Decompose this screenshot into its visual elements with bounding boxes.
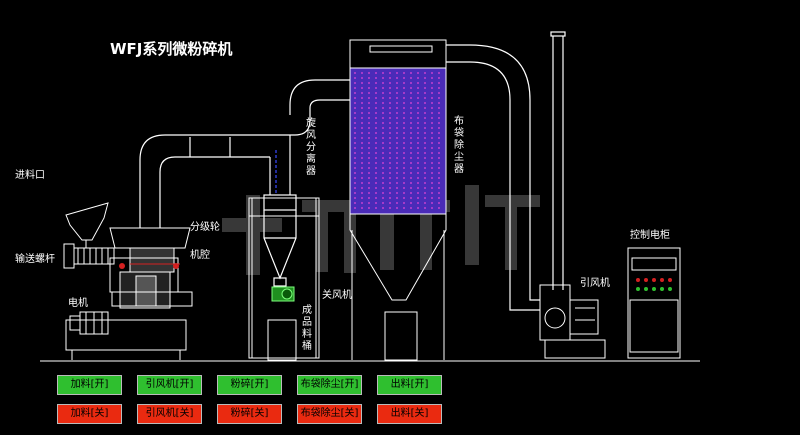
crush-off-button[interactable]: 粉碎[关] <box>217 404 282 424</box>
label-air-lock: 关风机 <box>322 290 352 301</box>
dust-filter-on-button[interactable]: 布袋除尘[开] <box>297 375 362 395</box>
fan-off-button[interactable]: 引风机[关] <box>137 404 202 424</box>
air-lock-valve <box>271 286 295 302</box>
control-cabinet <box>627 247 681 359</box>
screw-conveyor <box>63 243 115 269</box>
label-cyclone-separator: 旋风分离器 <box>306 118 316 177</box>
label-feed-port: 进料口 <box>15 170 45 181</box>
label-classifier-wheel: 分级轮 <box>190 222 220 233</box>
label-bag-filter: 布袋除尘器 <box>454 116 464 175</box>
label-machine-cavity: 机腔 <box>190 250 210 261</box>
filter-bags <box>354 72 440 210</box>
induced-fan <box>539 284 606 359</box>
cyclone-separator <box>263 150 297 287</box>
cyclone-to-filter-pipe <box>289 79 350 115</box>
crush-on-button[interactable]: 粉碎[开] <box>217 375 282 395</box>
mill-pipe <box>139 115 311 228</box>
feed-on-button[interactable]: 加料[开] <box>57 375 122 395</box>
mill-body <box>65 227 193 360</box>
filter-to-fan-pipe <box>446 44 540 311</box>
fan-on-button[interactable]: 引风机[开] <box>137 375 202 395</box>
feed-hopper <box>65 202 109 248</box>
dust-filter-off-button[interactable]: 布袋除尘[关] <box>297 404 362 424</box>
label-induced-fan: 引风机 <box>580 278 610 289</box>
feed-off-button[interactable]: 加料[关] <box>57 404 122 424</box>
label-product-bin: 成品料桶 <box>302 305 312 352</box>
exhaust-chimney <box>550 31 566 290</box>
discharge-on-button[interactable]: 出料[开] <box>377 375 442 395</box>
label-motor: 电机 <box>68 298 88 309</box>
label-screw-conveyor: 输送螺杆 <box>15 254 55 265</box>
discharge-off-button[interactable]: 出料[关] <box>377 404 442 424</box>
page-title: WFJ系列微粉碎机 <box>110 40 233 58</box>
product-bin <box>267 319 297 361</box>
label-control-cabinet: 控制电柜 <box>630 230 670 241</box>
bag-filter <box>349 39 447 361</box>
cyclone-frame <box>248 197 320 359</box>
main-motor <box>69 311 109 335</box>
